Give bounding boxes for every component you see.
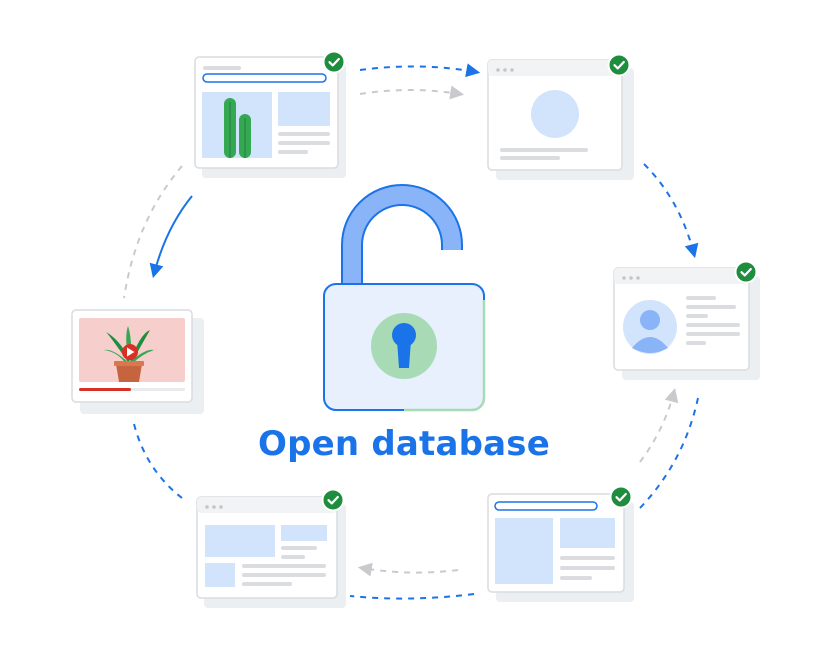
video-progress-fill <box>79 388 131 391</box>
cactus-product-page <box>194 56 346 178</box>
image-placeholder <box>531 90 579 138</box>
circle-image-page <box>487 59 634 180</box>
keyhole-icon <box>371 313 437 379</box>
check-icon <box>322 50 346 74</box>
arrow-top-blue <box>359 63 481 78</box>
connectors <box>123 63 699 600</box>
arrow-left-top-blue <box>149 195 193 279</box>
play-icon <box>122 344 138 360</box>
line-right-bottom-blue <box>639 397 699 509</box>
article-layout-page <box>196 496 346 608</box>
check-icon <box>607 53 631 77</box>
profile-page <box>613 267 760 380</box>
cactus-icon <box>224 98 251 158</box>
arrow-right-bottom-gray <box>639 387 679 463</box>
arrow-right-top-blue <box>643 163 699 259</box>
diagram-title: Open database <box>258 424 550 464</box>
line-left-top-gray <box>123 165 183 299</box>
image-grid-page <box>487 493 634 602</box>
unlocked-padlock-icon <box>323 184 486 412</box>
arrow-bottom-gray <box>357 562 459 577</box>
check-icon <box>734 260 758 284</box>
check-icon <box>321 488 345 512</box>
search-bar <box>494 501 598 511</box>
check-icon <box>609 485 633 509</box>
search-bar <box>202 73 327 83</box>
arrow-top-gray <box>359 85 465 100</box>
person-avatar-icon <box>623 300 677 354</box>
video-page <box>71 309 204 414</box>
line-bottom-blue <box>349 593 475 600</box>
